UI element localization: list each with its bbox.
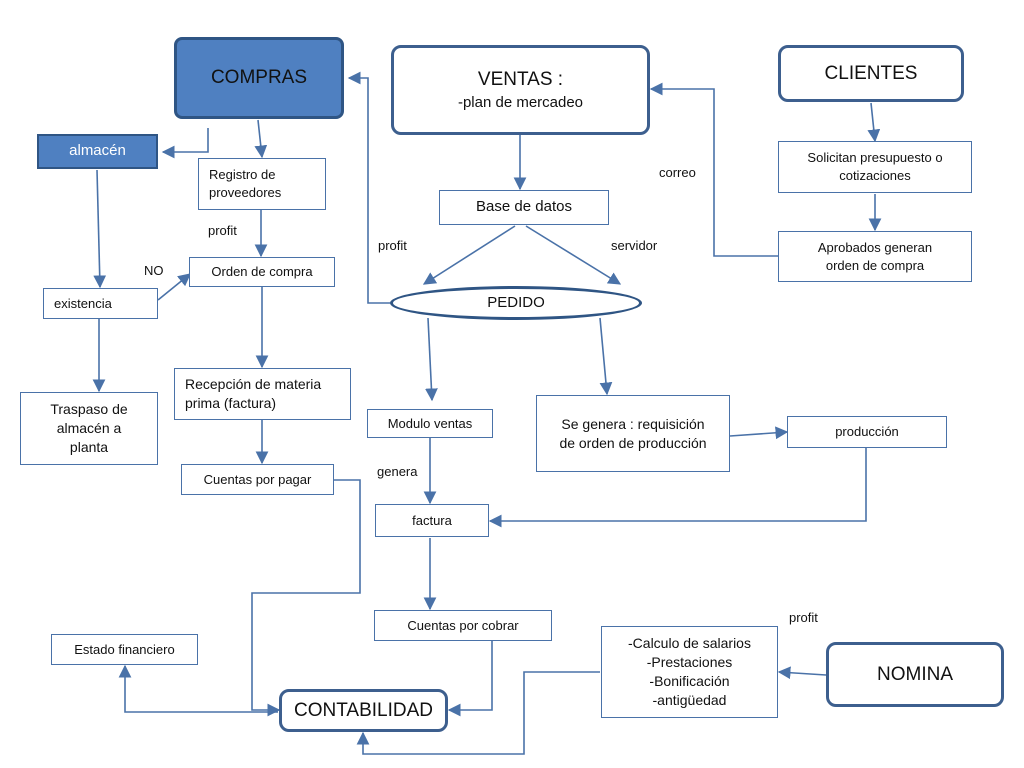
ventas-subtitle: -plan de mercadeo <box>457 93 584 111</box>
arrow-almacen-existencia <box>93 169 107 289</box>
arrow-pedido-modulo <box>425 317 438 402</box>
requisicion-node[interactable]: Se genera : requisición de orden de prod… <box>536 395 730 472</box>
almacen-node[interactable]: almacén <box>37 134 158 169</box>
compras-node[interactable]: COMPRAS <box>174 37 344 119</box>
cuentas-pagar-node[interactable]: Cuentas por pagar <box>181 464 334 495</box>
clientes-node[interactable]: CLIENTES <box>778 45 964 102</box>
label-profit-pedido: profit <box>378 238 407 253</box>
orden-compra-node[interactable]: Orden de compra <box>189 257 335 287</box>
arrow-cobrar-contabilidad <box>447 641 493 717</box>
contabilidad-node[interactable]: CONTABILIDAD <box>279 689 448 732</box>
nomina-node[interactable]: NOMINA <box>826 642 1004 707</box>
arrow-pagar-contabilidad <box>251 479 361 717</box>
cuentas-cobrar-node[interactable]: Cuentas por cobrar <box>374 610 552 641</box>
ventas-node[interactable]: VENTAS : -plan de mercadeo <box>391 45 650 135</box>
arrow-pedido-requisicion <box>599 317 613 396</box>
label-profit-registro: profit <box>208 223 237 238</box>
solicitan-node[interactable]: Solicitan presupuesto o cotizaciones <box>778 141 972 193</box>
label-no: NO <box>144 263 164 278</box>
arrow-contabilidad-estado <box>118 664 278 713</box>
label-correo: correo <box>659 165 696 180</box>
label-profit-nomina: profit <box>789 610 818 625</box>
ventas-title: VENTAS : <box>477 69 564 91</box>
registro-proveedores-node[interactable]: Registro de proveedores <box>198 158 326 210</box>
recepcion-node[interactable]: Recepción de materia prima (factura) <box>174 368 351 420</box>
arrow-clientes-solicitan <box>867 102 881 143</box>
label-servidor: servidor <box>611 238 658 253</box>
arrow-pedido-compras <box>347 71 390 304</box>
arrow-base-pedido-left <box>422 225 516 285</box>
aprobados-node[interactable]: Aprobados generan orden de compra <box>778 231 972 282</box>
arrow-existencia-orden <box>157 273 191 301</box>
calculo-salarios-node[interactable]: -Calculo de salarios -Prestaciones -Boni… <box>601 626 778 718</box>
arrow-compras-almacen <box>161 128 209 159</box>
existencia-node[interactable]: existencia <box>43 288 158 319</box>
arrow-nomina-calculo <box>777 666 827 680</box>
arrow-calculo-contabilidad <box>356 671 600 755</box>
modulo-ventas-node[interactable]: Modulo ventas <box>367 409 493 438</box>
arrow-compras-registro <box>254 119 268 159</box>
factura-node[interactable]: factura <box>375 504 489 537</box>
arrow-requisicion-produccion <box>729 426 789 440</box>
pedido-node[interactable]: PEDIDO <box>390 286 642 320</box>
arrow-aprobados-ventas <box>649 82 778 257</box>
label-genera: genera <box>377 464 418 479</box>
arrow-produccion-factura <box>488 448 867 528</box>
arrow-base-pedido-right <box>525 225 622 285</box>
traspaso-node[interactable]: Traspaso de almacén a planta <box>20 392 158 465</box>
produccion-node[interactable]: producción <box>787 416 947 448</box>
base-datos-node[interactable]: Base de datos <box>439 190 609 225</box>
estado-financiero-node[interactable]: Estado financiero <box>51 634 198 665</box>
